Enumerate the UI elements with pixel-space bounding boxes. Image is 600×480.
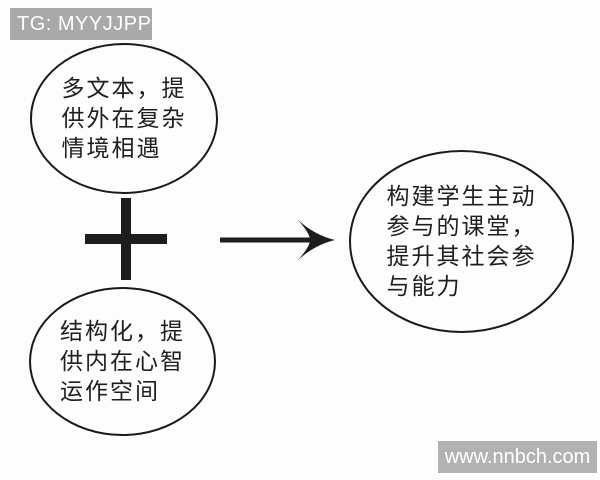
plus-vertical-bar (121, 198, 131, 280)
output-ellipse: 构建学生主动 参与的课堂， 提升其社会参 与能力 (349, 150, 574, 333)
plus-operator-icon (85, 198, 167, 280)
input-ellipse-1-label: 多文本，提 供外在复杂 情境相遇 (61, 75, 187, 162)
output-ellipse-label: 构建学生主动 参与的课堂， 提升其社会参 与能力 (386, 183, 537, 300)
right-arrow-icon (220, 219, 335, 261)
arrow-head (297, 219, 335, 261)
input-ellipse-2: 结构化，提 供内在心智 运作空间 (29, 287, 216, 436)
input-ellipse-2-label: 结构化，提 供内在心智 运作空间 (60, 318, 185, 405)
input-ellipse-1: 多文本，提 供外在复杂 情境相遇 (30, 43, 218, 194)
tag-badge: TG: MYYJJPP (10, 8, 152, 40)
watermark: www.nnbch.com (438, 441, 597, 473)
